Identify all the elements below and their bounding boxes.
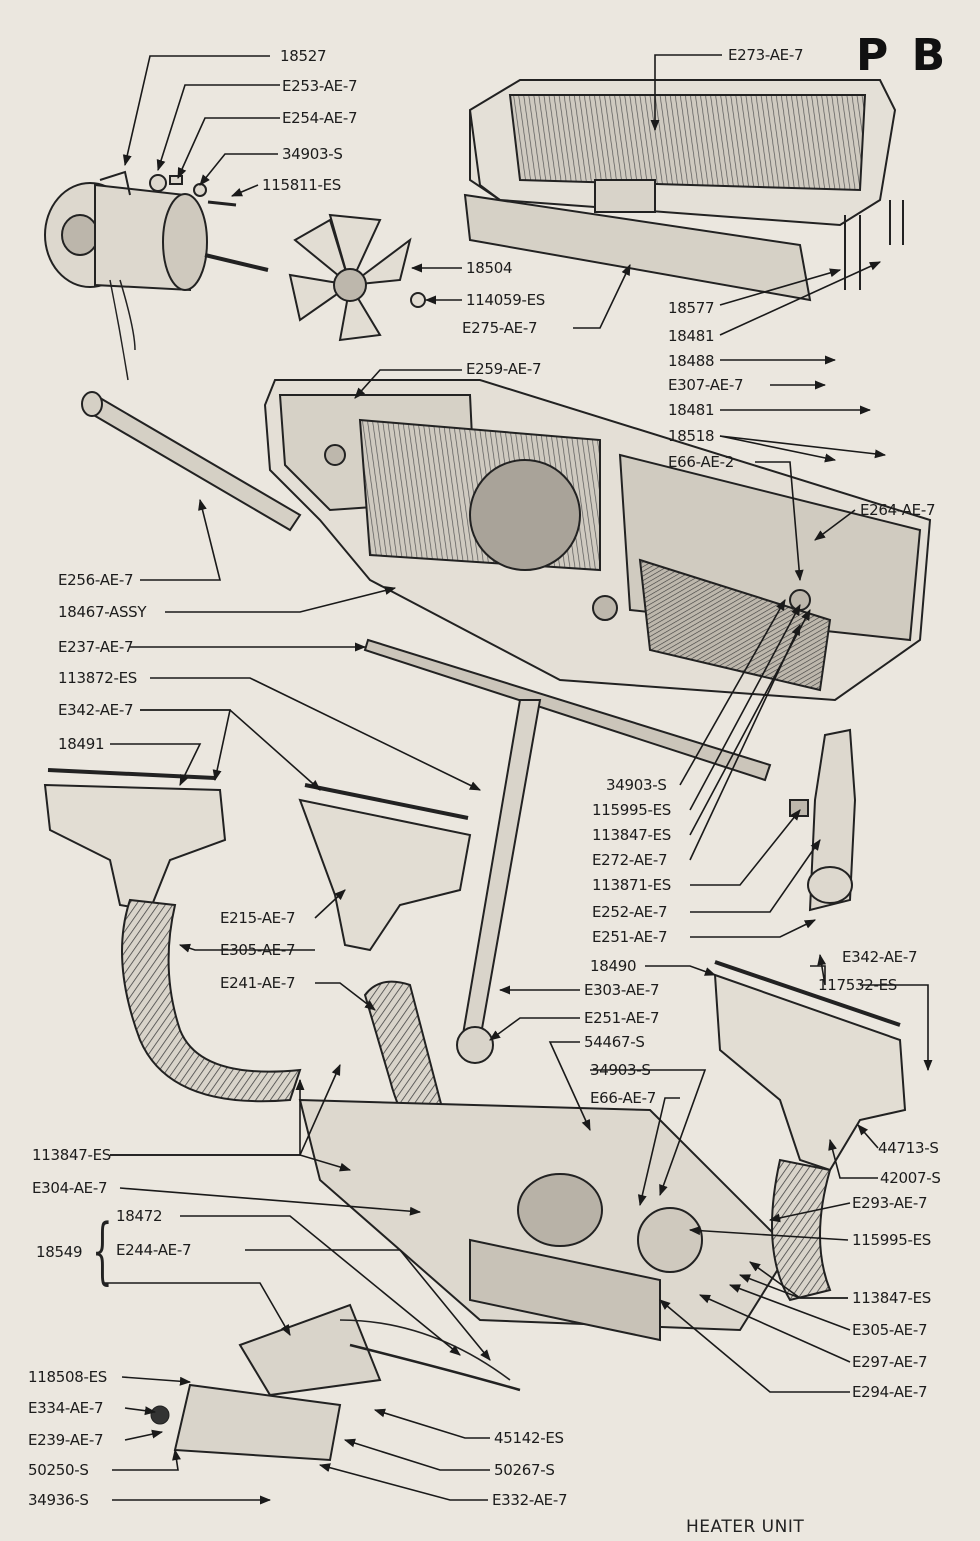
knob-drawing <box>150 1405 170 1425</box>
right-duct-elbow-drawing <box>789 728 857 912</box>
callout-label: 18504 <box>466 259 513 277</box>
callout-label: 113847-ES <box>592 826 671 844</box>
lower-distributor-box-drawing <box>298 1098 792 1342</box>
callout-label: E254-AE-7 <box>282 109 358 127</box>
heater-core-drawing <box>463 79 904 302</box>
group-label-18549: 18549 <box>36 1243 83 1261</box>
callout-label: E304-AE-7 <box>32 1179 108 1197</box>
callout-label: 54467-S <box>584 1033 645 1051</box>
callout-label: E297-AE-7 <box>852 1353 928 1371</box>
callout-label: 18490 <box>590 957 637 975</box>
callout-label: 18481 <box>668 401 715 419</box>
callout-label: E332-AE-7 <box>492 1491 568 1509</box>
leader-lines <box>105 54 933 1505</box>
flex-hose-right-drawing <box>771 1158 832 1302</box>
callout-label: 18488 <box>668 352 715 370</box>
callout-label: E66-AE-2 <box>668 453 734 471</box>
callout-label: 115995-ES <box>592 801 671 819</box>
callout-label: 113847-ES <box>852 1289 931 1307</box>
page-code: P B <box>856 30 950 81</box>
callout-label: 34936-S <box>28 1491 89 1509</box>
callout-label: E293-AE-7 <box>852 1194 928 1212</box>
callout-label: E275-AE-7 <box>462 319 538 337</box>
callout-label: 44713-S <box>878 1139 939 1157</box>
center-defroster-nozzle-drawing <box>298 783 472 952</box>
callout-label: 113872-ES <box>58 669 137 687</box>
callout-label: 117532-ES <box>818 976 897 994</box>
callout-label: E342-AE-7 <box>842 948 918 966</box>
callout-label: 50267-S <box>494 1461 555 1479</box>
callout-label: E239-AE-7 <box>28 1431 104 1449</box>
callout-label: 114059-ES <box>466 291 545 309</box>
heater-housing-drawing <box>263 379 932 702</box>
callout-label: E215-AE-7 <box>220 909 296 927</box>
callout-label: E66-AE-7 <box>590 1089 656 1107</box>
callout-label: 115811-ES <box>262 176 341 194</box>
callout-label: 34903-S <box>282 145 343 163</box>
callout-label: 45142-ES <box>494 1429 564 1447</box>
callout-label: 18518 <box>668 427 715 445</box>
callout-label: E253-AE-7 <box>282 77 358 95</box>
callout-label: E305-AE-7 <box>852 1321 928 1339</box>
callout-label: E334-AE-7 <box>28 1399 104 1417</box>
callout-label: 18577 <box>668 299 715 317</box>
control-bracket-drawing <box>173 1303 521 1462</box>
callout-label: 42007-S <box>880 1169 941 1187</box>
callout-label: E244-AE-7 <box>116 1241 192 1259</box>
callout-label: E251-AE-7 <box>592 928 668 946</box>
blower-fan-drawing <box>288 213 426 342</box>
callout-label: 34903-S <box>590 1061 651 1079</box>
callout-label: 50250-S <box>28 1461 89 1479</box>
callout-label: 18472 <box>116 1207 163 1225</box>
flex-hose-left-drawing <box>121 898 302 1103</box>
callout-label: 113871-ES <box>592 876 671 894</box>
callout-label: E342-AE-7 <box>58 701 134 719</box>
callout-label: 113847-ES <box>32 1146 111 1164</box>
callout-label: E237-AE-7 <box>58 638 134 656</box>
callout-label: E256-AE-7 <box>58 571 134 589</box>
callout-label: E252-AE-7 <box>592 903 668 921</box>
callout-label: E303-AE-7 <box>584 981 660 999</box>
callout-label: 118508-ES <box>28 1368 107 1386</box>
callout-label: E259-AE-7 <box>466 360 542 378</box>
callout-label: E305-AE-7 <box>220 941 296 959</box>
callout-label: E273-AE-7 <box>728 46 804 64</box>
left-defroster-nozzle-drawing <box>43 768 227 912</box>
callout-label: E294-AE-7 <box>852 1383 928 1401</box>
callout-label: 18481 <box>668 327 715 345</box>
defroster-tube-drawing <box>81 391 302 532</box>
page-footer-title: HEATER UNIT <box>686 1517 805 1537</box>
blower-motor-drawing <box>44 170 269 381</box>
callout-label: E264-AE-7 <box>860 501 936 519</box>
callout-label: E251-AE-7 <box>584 1009 660 1027</box>
callout-label: 34903-S <box>606 776 667 794</box>
callout-label: 115995-ES <box>852 1231 931 1249</box>
callout-label: 18527 <box>280 47 327 65</box>
callout-label: 18491 <box>58 735 105 753</box>
callout-label: E241-AE-7 <box>220 974 296 992</box>
group-brace: { <box>92 1208 113 1292</box>
callout-label: E307-AE-7 <box>668 376 744 394</box>
callout-label: E272-AE-7 <box>592 851 668 869</box>
callout-label: 18467-ASSY <box>58 603 147 621</box>
control-rod-drawing <box>456 699 542 1064</box>
